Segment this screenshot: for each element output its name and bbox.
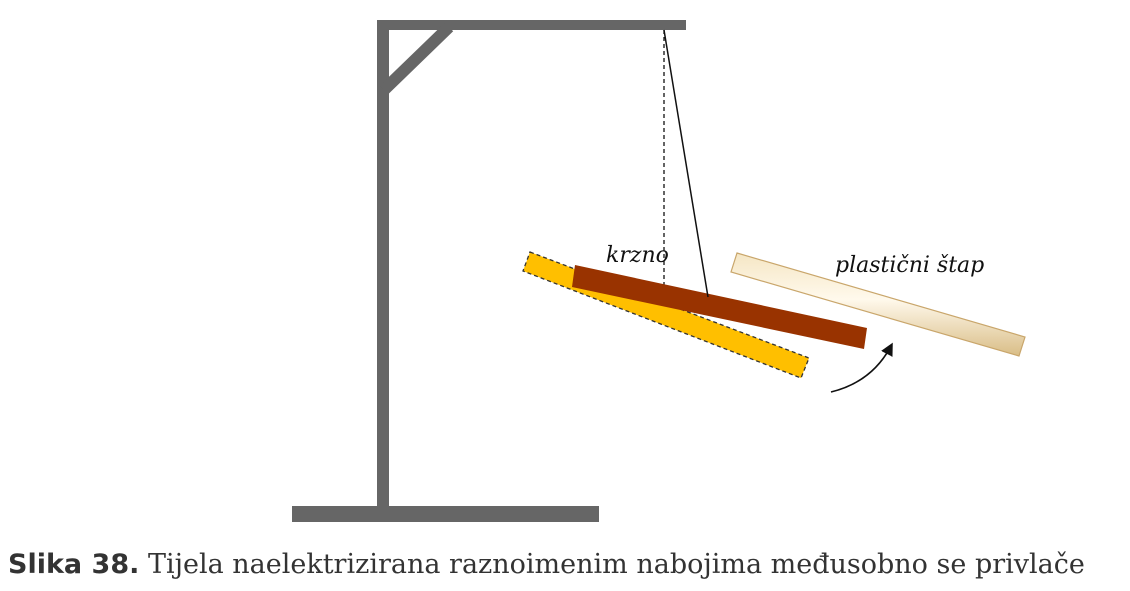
attraction-diagram: krzno plastični štap <box>292 20 1026 522</box>
suspension-thread <box>663 29 709 298</box>
stand <box>292 20 686 522</box>
caption-text: Tijela naelektrizirana raznoimenim naboj… <box>139 549 1085 580</box>
motion-arrow <box>830 342 893 393</box>
stand-brace <box>379 22 454 95</box>
fur-label: krzno <box>606 243 669 268</box>
stand-arm <box>377 20 686 30</box>
plastic-rod-label: plastični štap <box>835 253 984 278</box>
stand-base <box>292 506 599 522</box>
caption-number: Slika 38. <box>8 549 140 580</box>
suspended-rod <box>572 265 867 349</box>
plastic-rod <box>730 252 1026 357</box>
plastic-rod-body <box>730 252 1026 357</box>
stand-post <box>377 20 389 512</box>
figure-caption: Slika 38. Tijela naelektrizirana raznoim… <box>8 548 1128 582</box>
